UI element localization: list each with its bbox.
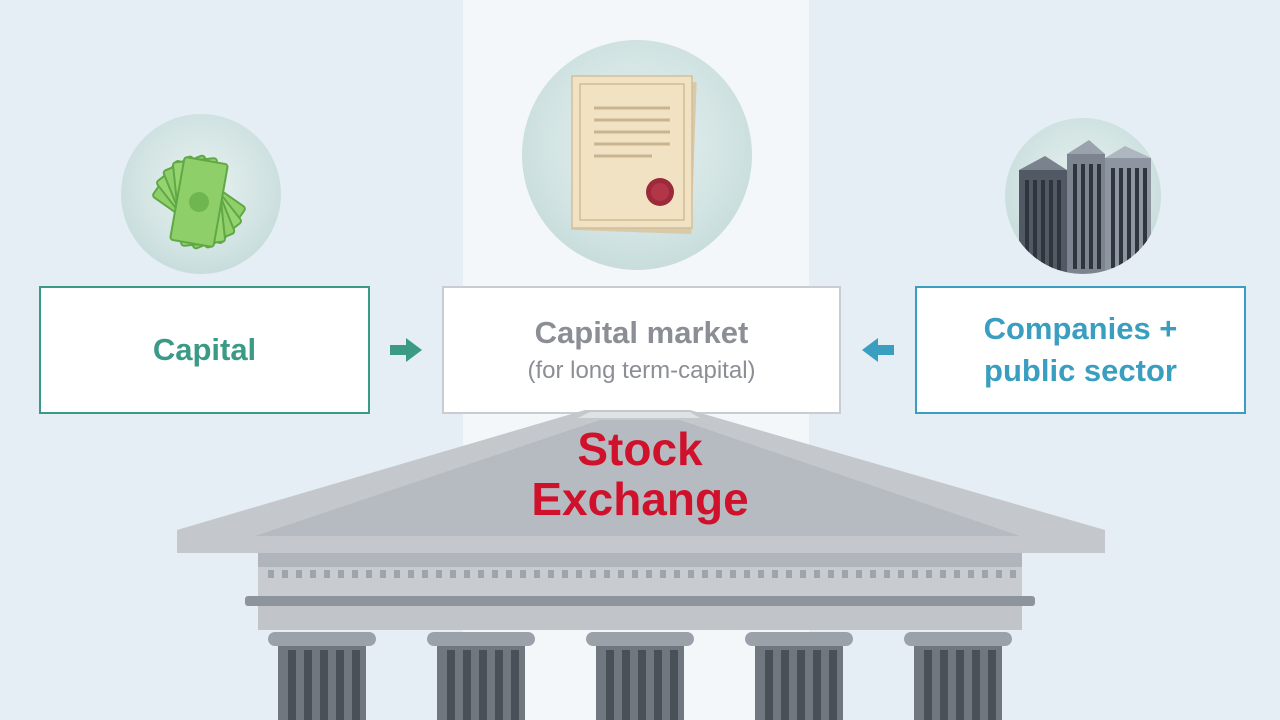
certificate-circle xyxy=(522,40,752,270)
money-circle xyxy=(121,114,281,274)
arrow-left-icon xyxy=(862,338,894,362)
stock-exchange-title: Stock Exchange xyxy=(480,424,800,524)
stock-exchange-line2: Exchange xyxy=(531,473,749,525)
office-buildings-icon xyxy=(1019,140,1151,274)
capital-market-subtitle: (for long term-capital) xyxy=(527,357,756,384)
certificate-icon xyxy=(571,75,697,235)
companies-label-line2: public sector xyxy=(984,353,1177,388)
companies-label-line1: Companies + xyxy=(983,311,1178,346)
capital-label: Capital xyxy=(152,332,257,367)
money-icon xyxy=(152,154,246,250)
arrow-right-icon xyxy=(390,338,422,362)
companies-box: Companies + public sector xyxy=(915,286,1246,414)
capital-box: Capital xyxy=(39,286,370,414)
stock-exchange-line1: Stock xyxy=(577,423,703,475)
capital-market-title: Capital market xyxy=(534,315,749,350)
buildings-circle xyxy=(1005,118,1161,274)
